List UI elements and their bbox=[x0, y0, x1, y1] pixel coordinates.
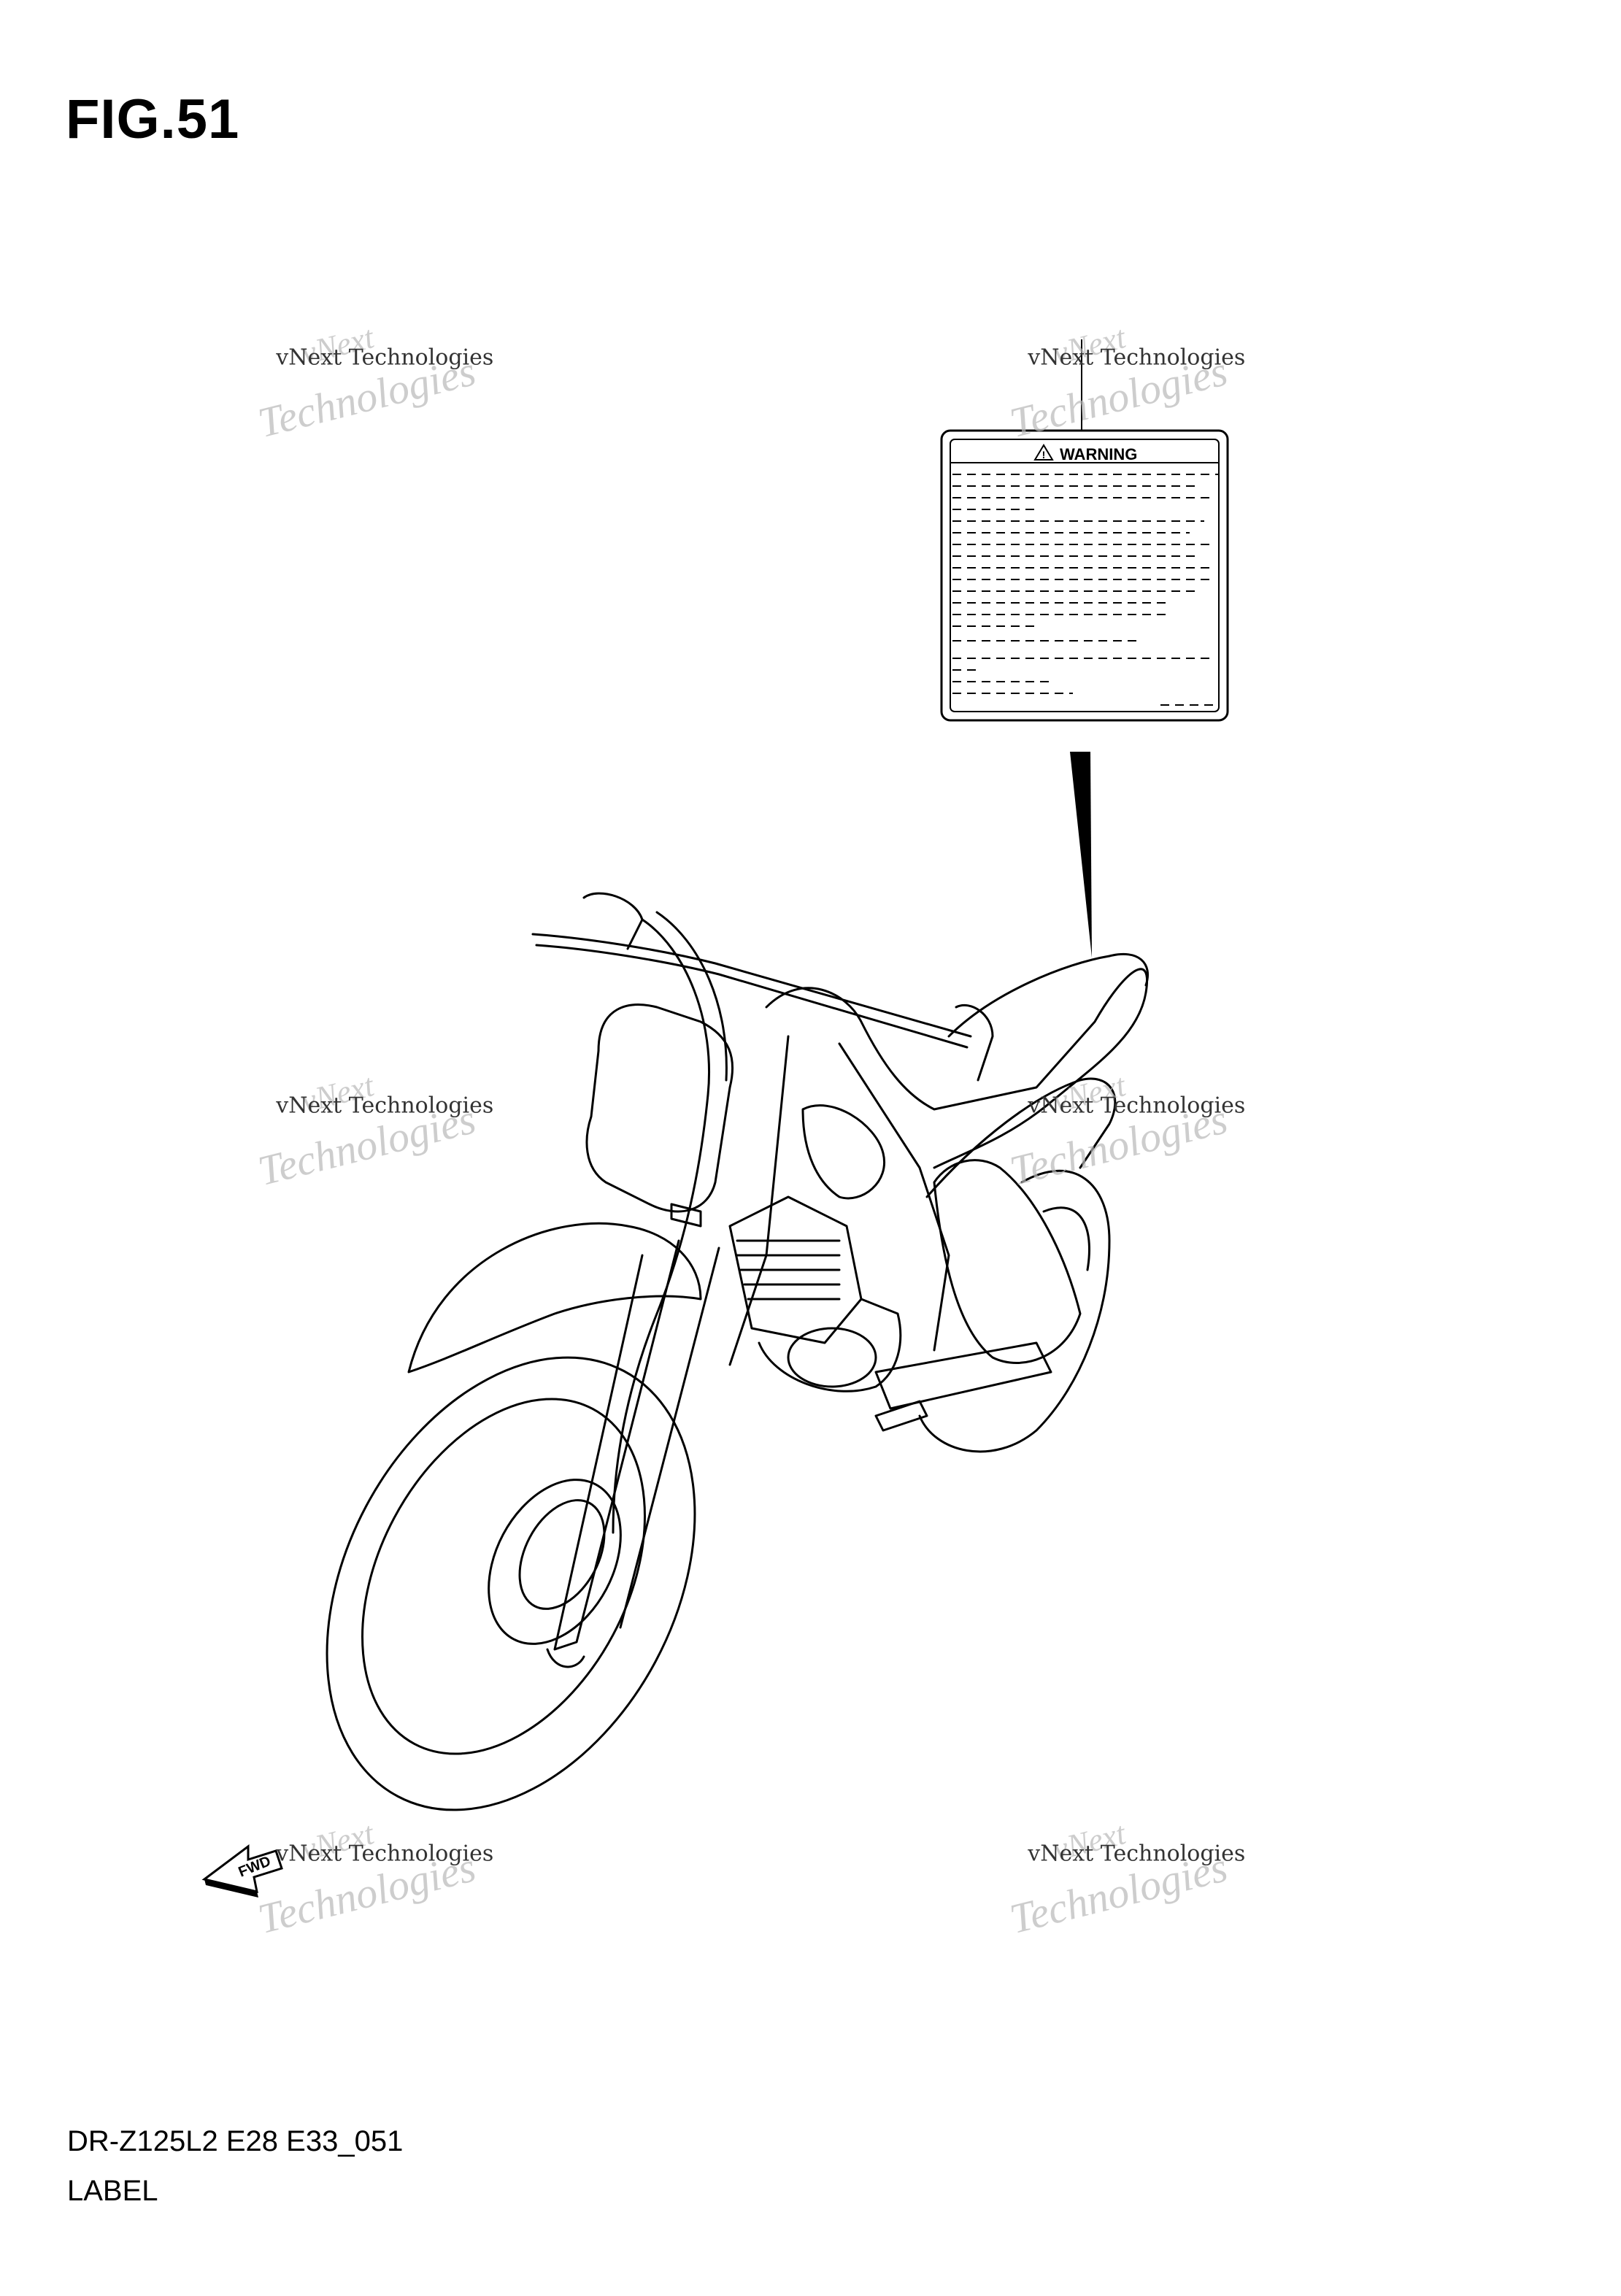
figure-title: FIG.51 bbox=[66, 88, 240, 150]
motorcycle-drawing bbox=[326, 892, 1150, 1811]
svg-text:!: ! bbox=[1042, 449, 1046, 461]
warning-heading: WARNING bbox=[1060, 445, 1137, 463]
warning-text-lines bbox=[952, 474, 1219, 706]
warning-triangle-icon: ! bbox=[1033, 444, 1054, 461]
figure-code: DR-Z125L2 E28 E33_051 bbox=[67, 2125, 404, 2157]
figure-name: LABEL bbox=[67, 2175, 158, 2207]
fwd-arrow-icon: FWD bbox=[201, 1844, 283, 1898]
warning-label: ! WARNING bbox=[940, 429, 1229, 722]
pointer-arrow bbox=[1070, 752, 1092, 958]
